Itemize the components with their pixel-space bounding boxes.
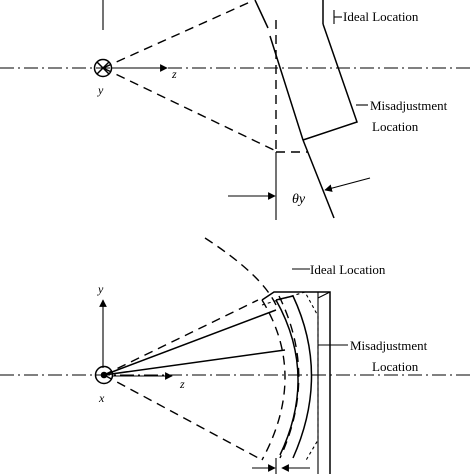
top-z-axis-label: z	[171, 67, 177, 81]
top-theta-label: θy	[292, 192, 306, 207]
top-misadjust-label-1: Misadjustment	[370, 98, 448, 113]
bottom-mirror-front	[275, 299, 299, 456]
top-panel: Ideal Location Misadjustment Location z …	[0, 0, 474, 220]
bottom-y-axis-label: y	[97, 282, 104, 296]
bottom-origin-circle	[94, 365, 114, 385]
top-misadjusted-element	[269, 23, 358, 141]
bottom-x-axis-label: x	[98, 391, 105, 405]
top-misadjust-label-2: Location	[372, 119, 419, 134]
bottom-holder-frame	[261, 291, 331, 474]
bottom-beam-axis-solid	[103, 349, 286, 376]
bottom-ideal-mirror-back	[278, 295, 300, 459]
top-origin-circle	[93, 58, 113, 78]
top-origin-cross-2	[96, 61, 110, 75]
bottom-misadjust-label-2: Location	[372, 359, 419, 374]
top-beam-upper	[102, 1, 251, 69]
top-misadjusted-extension	[302, 139, 335, 219]
top-ideal-label: Ideal Location	[343, 9, 419, 24]
bottom-z-axis-label: z	[179, 377, 185, 391]
bottom-ideal-mirror-front	[261, 299, 286, 461]
bottom-misadjust-label-1: Misadjustment	[350, 338, 428, 353]
top-ideal-element-left	[254, 0, 269, 29]
bottom-panel: Ideal Location y z x Misadjustment L	[0, 237, 474, 474]
bottom-beam-upper-solid	[103, 309, 277, 376]
bottom-beam-upper-dashed	[103, 299, 259, 376]
bottom-holder-dotted	[261, 291, 319, 463]
bottom-ideal-label: Ideal Location	[310, 262, 386, 277]
bottom-ideal-arc	[204, 237, 277, 306]
top-dim-arrow-right	[324, 177, 371, 192]
top-y-axis-label: y	[97, 83, 104, 97]
bottom-mirror-top-edge	[275, 295, 294, 301]
bottom-holder-bevel	[317, 291, 331, 299]
bottom-mirror-back	[292, 295, 313, 459]
top-beam-lower	[102, 67, 279, 153]
